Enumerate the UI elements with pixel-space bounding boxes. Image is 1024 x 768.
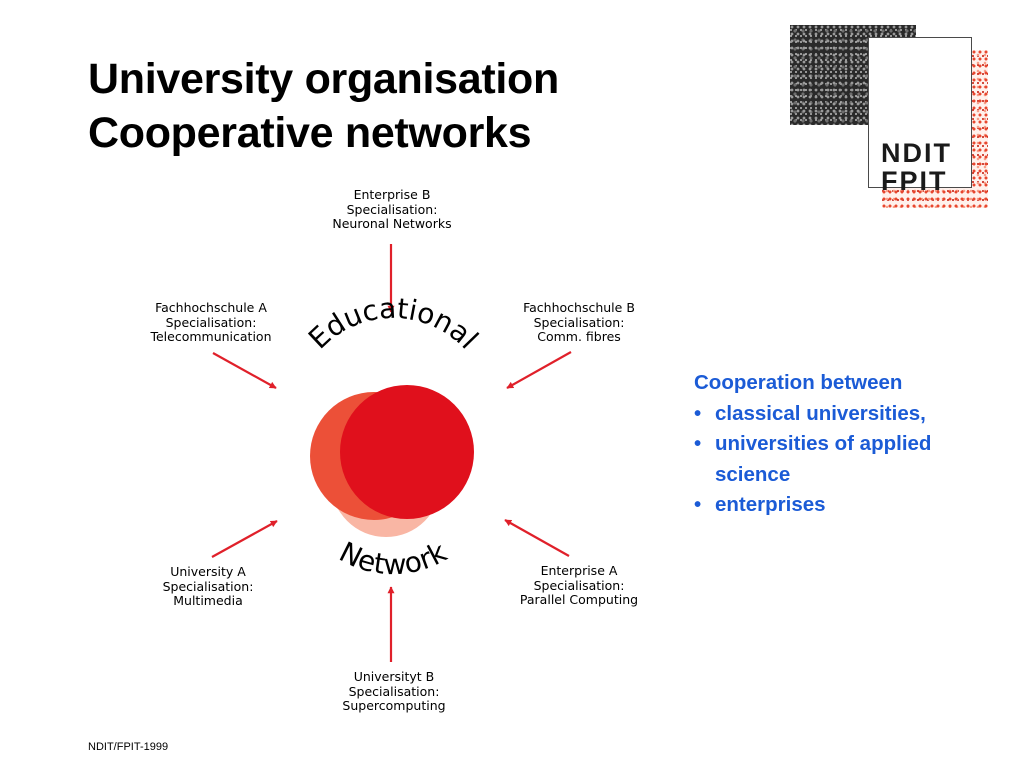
cooperation-item: • classical universities,	[694, 399, 1014, 430]
node-name: Enterprise A	[540, 563, 618, 578]
node-university-b: Universityt B Specialisation: Supercompu…	[284, 669, 504, 714]
node-name: Fachhochschule A	[155, 300, 267, 315]
arrow-university-a	[211, 520, 278, 558]
node-field: Parallel Computing	[519, 592, 639, 607]
cooperation-block: Cooperation between • classical universi…	[694, 368, 1014, 521]
page-title: University organisation Cooperative netw…	[88, 52, 559, 160]
bullet-icon: •	[694, 493, 702, 516]
node-field: Comm. fibres	[537, 329, 621, 344]
node-label: Specialisation:	[533, 314, 625, 330]
educational-word: Educational	[302, 292, 485, 356]
cooperation-list: • classical universities, • universities…	[694, 399, 1014, 521]
node-name: Enterprise B	[353, 187, 431, 202]
ndit-fpit-logo: NDIT FPIT	[787, 22, 991, 210]
logo-line-2: FPIT	[881, 166, 948, 196]
bullet-icon: •	[694, 401, 702, 425]
node-enterprise-b: Enterprise B Specialisation: Neuronal Ne…	[282, 187, 502, 232]
cooperation-item-text: universities of applied science	[715, 432, 932, 486]
node-enterprise-a: Enterprise A Specialisation: Parallel Co…	[469, 563, 689, 608]
node-field: Supercomputing	[342, 698, 446, 713]
cooperation-item: • universities of applied science	[694, 429, 1011, 490]
node-name: University A	[170, 564, 246, 579]
node-label: Specialisation:	[346, 201, 438, 217]
arrow-fachhochschule-b	[506, 351, 572, 389]
node-field: Multimedia	[173, 593, 243, 608]
cooperation-item-text: enterprises	[715, 493, 826, 516]
logo-line-1: NDIT	[881, 138, 952, 168]
node-name: Fachhochschule B	[523, 300, 635, 315]
node-fachhochschule-b: Fachhochschule B Specialisation: Comm. f…	[469, 300, 689, 345]
cooperation-item-text: classical universities,	[715, 401, 926, 425]
title-line-1: University organisation	[88, 55, 559, 103]
footer-text: NDIT/FPIT-1999	[88, 741, 169, 753]
arrow-enterprise-a	[504, 519, 570, 557]
node-fachhochschule-a: Fachhochschule A Specialisation: Telecom…	[101, 300, 321, 345]
network-word: Network	[334, 535, 453, 581]
node-field: Telecommunication	[150, 329, 272, 344]
title-line-2: Cooperative networks	[88, 109, 532, 157]
logo-box: NDIT FPIT	[868, 37, 972, 195]
cooperation-heading: Cooperation between	[694, 371, 903, 394]
cooperation-item: • enterprises	[694, 490, 1014, 521]
node-label: Specialisation:	[533, 577, 625, 593]
node-field: Neuronal Networks	[332, 216, 452, 231]
node-label: Specialisation:	[165, 314, 257, 330]
bullet-icon: •	[694, 432, 702, 455]
node-label: Specialisation:	[162, 578, 254, 594]
node-university-a: University A Specialisation: Multimedia	[98, 564, 318, 609]
node-label: Specialisation:	[348, 683, 440, 699]
circle-main	[340, 385, 474, 519]
arrow-fachhochschule-a	[212, 352, 277, 389]
node-name: Universityt B	[353, 669, 435, 684]
